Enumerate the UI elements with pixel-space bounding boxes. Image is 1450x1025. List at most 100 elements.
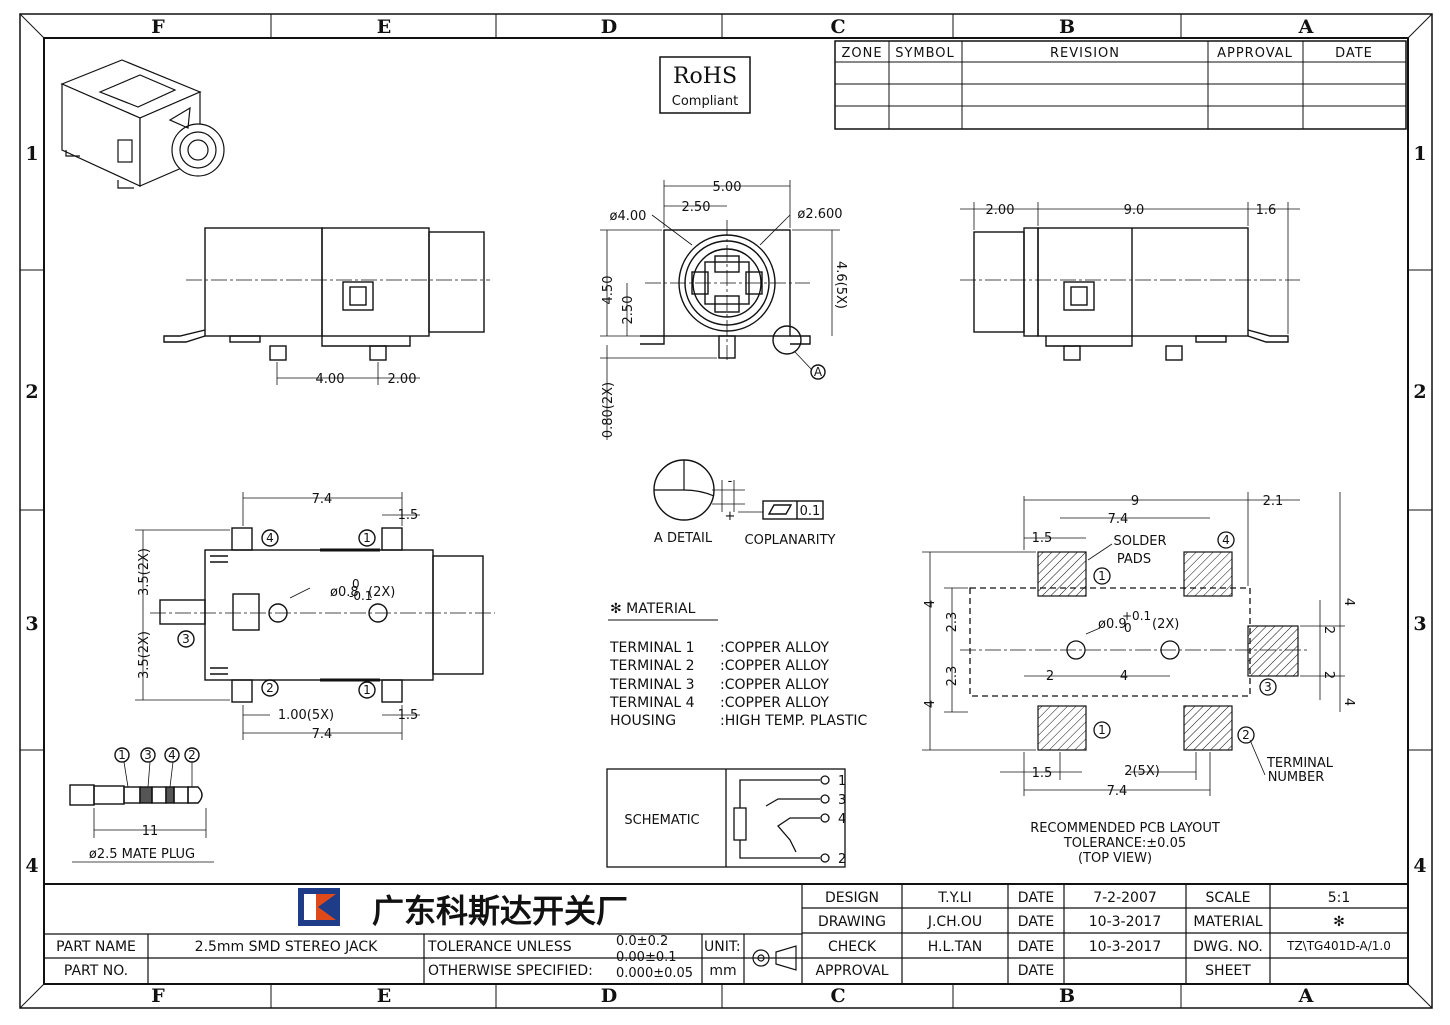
- dim-front-dia-inner: ø2.600: [797, 207, 842, 222]
- zone-col-top: D: [601, 16, 617, 38]
- zone-col-bottom: B: [1059, 985, 1075, 1007]
- dim-top-hole: ø0.8: [330, 585, 359, 600]
- zone-row-right: 3: [1413, 613, 1426, 635]
- dim-front-height: 4.50: [601, 276, 616, 305]
- tolerance-value: 0.0±0.2: [616, 934, 668, 949]
- revision-table: ZONE SYMBOL REVISION APPROVAL DATE: [834, 40, 1407, 130]
- dim-pcb-r-2a: 2: [1321, 626, 1336, 634]
- schematic-pin: 3: [838, 793, 846, 808]
- zone-row-right: 1: [1413, 143, 1426, 165]
- pcb-terminal-num: 3: [1264, 680, 1272, 694]
- material-row-value: :COPPER ALLOY: [720, 658, 829, 674]
- scale-value: 5:1: [1328, 890, 1351, 906]
- drawing-label: DRAWING: [818, 914, 886, 930]
- material-label: MATERIAL: [1193, 914, 1262, 930]
- pcb-caption: (TOP VIEW): [1078, 851, 1152, 866]
- side-view-right: [960, 202, 1300, 361]
- pcb-terminal-num: 1: [1098, 723, 1106, 737]
- plug-terminal-num: 3: [144, 748, 152, 762]
- pcb-terminal-num: 2: [1242, 728, 1250, 742]
- dim-side-right-2: 2.00: [986, 203, 1015, 218]
- detail-minus: -: [728, 474, 733, 489]
- dim-front-half-h: 2.50: [621, 296, 636, 325]
- material-row-label: TERMINAL 4: [609, 695, 695, 711]
- rev-header-zone: ZONE: [841, 46, 882, 61]
- dim-pcb-hole-count: (2X): [1152, 617, 1179, 632]
- date-label: DATE: [1018, 914, 1054, 930]
- zone-col-top: E: [377, 16, 391, 38]
- date-label: DATE: [1018, 939, 1054, 955]
- zone-row-right: 2: [1413, 381, 1426, 403]
- plug-caption: ø2.5 MATE PLUG: [89, 847, 195, 862]
- rev-header-date: DATE: [1335, 46, 1373, 61]
- rev-header-approval: APPROVAL: [1217, 46, 1293, 61]
- dim-top-hole-tol-up: 0: [352, 577, 360, 591]
- plug-terminal-num: 4: [168, 748, 176, 762]
- rev-header-symbol: SYMBOL: [895, 46, 955, 61]
- schematic-label: SCHEMATIC: [624, 813, 699, 828]
- title-block: [44, 883, 1408, 984]
- dim-side-right-9: 9.0: [1124, 203, 1145, 218]
- coplanarity-tol: 0.1: [800, 504, 821, 519]
- plug-terminal-num: 2: [188, 748, 196, 762]
- dim-pcb-left-4b: 4: [923, 700, 938, 708]
- drawing-value: J.CH.OU: [927, 914, 982, 930]
- part-name-value: 2.5mm SMD STEREO JACK: [195, 939, 379, 955]
- zone-col-top: C: [830, 16, 845, 38]
- material-row-label: TERMINAL 1: [609, 640, 695, 656]
- zone-col-bottom: E: [377, 985, 391, 1007]
- pcb-caption: RECOMMENDED PCB LAYOUT: [1030, 821, 1220, 836]
- dwg-no-value: TZ\TG401D-A/1.0: [1286, 939, 1391, 953]
- terminal-num: 3: [182, 632, 190, 646]
- plug-terminal-num: 1: [118, 748, 126, 762]
- zone-col-top: F: [151, 16, 165, 38]
- drawing-date: 10-3-2017: [1089, 914, 1161, 930]
- design-label: DESIGN: [825, 890, 879, 906]
- dim-front-pin-len: 0.80(2X): [601, 382, 616, 438]
- dim-side-left-2: 2.00: [388, 372, 417, 387]
- schematic-pin: 4: [838, 812, 846, 827]
- design-value: T.Y.LI: [937, 890, 971, 906]
- dim-pcb-bot-74: 7.4: [1107, 784, 1128, 799]
- date-label: DATE: [1018, 963, 1054, 979]
- zone-col-bottom: C: [830, 985, 845, 1007]
- rohs-subtitle: Compliant: [672, 94, 738, 109]
- solder-pads-label: PADS: [1117, 552, 1151, 567]
- material-title: ✻ MATERIAL: [610, 601, 696, 617]
- dim-top-left-dn: 3.5(2X): [137, 631, 152, 679]
- dim-top-left-up: 3.5(2X): [137, 548, 152, 596]
- dim-pcb-hole-tol-up: +0.1: [1122, 609, 1151, 623]
- dwg-no-label: DWG. NO.: [1193, 939, 1263, 955]
- scale-label: SCALE: [1206, 890, 1251, 906]
- schematic-pin: 1: [838, 774, 846, 789]
- pcb-caption: TOLERANCE:±0.05: [1063, 836, 1186, 851]
- dim-pcb-mid-2: 2: [1046, 669, 1054, 684]
- terminal-num: 1: [363, 683, 371, 697]
- schematic-pin: 2: [838, 852, 846, 867]
- schematic-box: [606, 768, 846, 868]
- design-date: 7-2-2007: [1093, 890, 1157, 906]
- side-view-left: [163, 227, 490, 385]
- dim-pcb-right: 2.1: [1263, 494, 1284, 509]
- zone-col-bottom: F: [151, 985, 165, 1007]
- dim-pcb-bot-2: 2(5X): [1124, 764, 1160, 779]
- dim-side-right-16: 1.6: [1256, 203, 1277, 218]
- tolerance-label: OTHERWISE SPECIFIED:: [428, 963, 593, 979]
- tolerance-label: TOLERANCE UNLESS: [427, 939, 572, 955]
- pcb-layout: [922, 492, 1345, 796]
- dim-pcb-inner: 7.4: [1108, 512, 1129, 527]
- zone-row-left: 1: [25, 143, 38, 165]
- zone-col-bottom: D: [601, 985, 617, 1007]
- dim-plug-length: 11: [142, 824, 159, 839]
- rev-header-revision: REVISION: [1050, 46, 1120, 61]
- coplanarity-label: COPLANARITY: [745, 533, 836, 548]
- sheet-label: SHEET: [1205, 963, 1251, 979]
- dim-top-pitch-bot2: 1.5: [398, 708, 419, 723]
- dim-pcb-r-4b: 4: [1341, 698, 1356, 706]
- company-logo: [298, 888, 340, 926]
- zone-row-left: 2: [25, 381, 38, 403]
- dim-top-hole-count: (2X): [368, 585, 395, 600]
- dim-pcb-mid-4: 4: [1120, 669, 1128, 684]
- zone-row-left: 3: [25, 613, 38, 635]
